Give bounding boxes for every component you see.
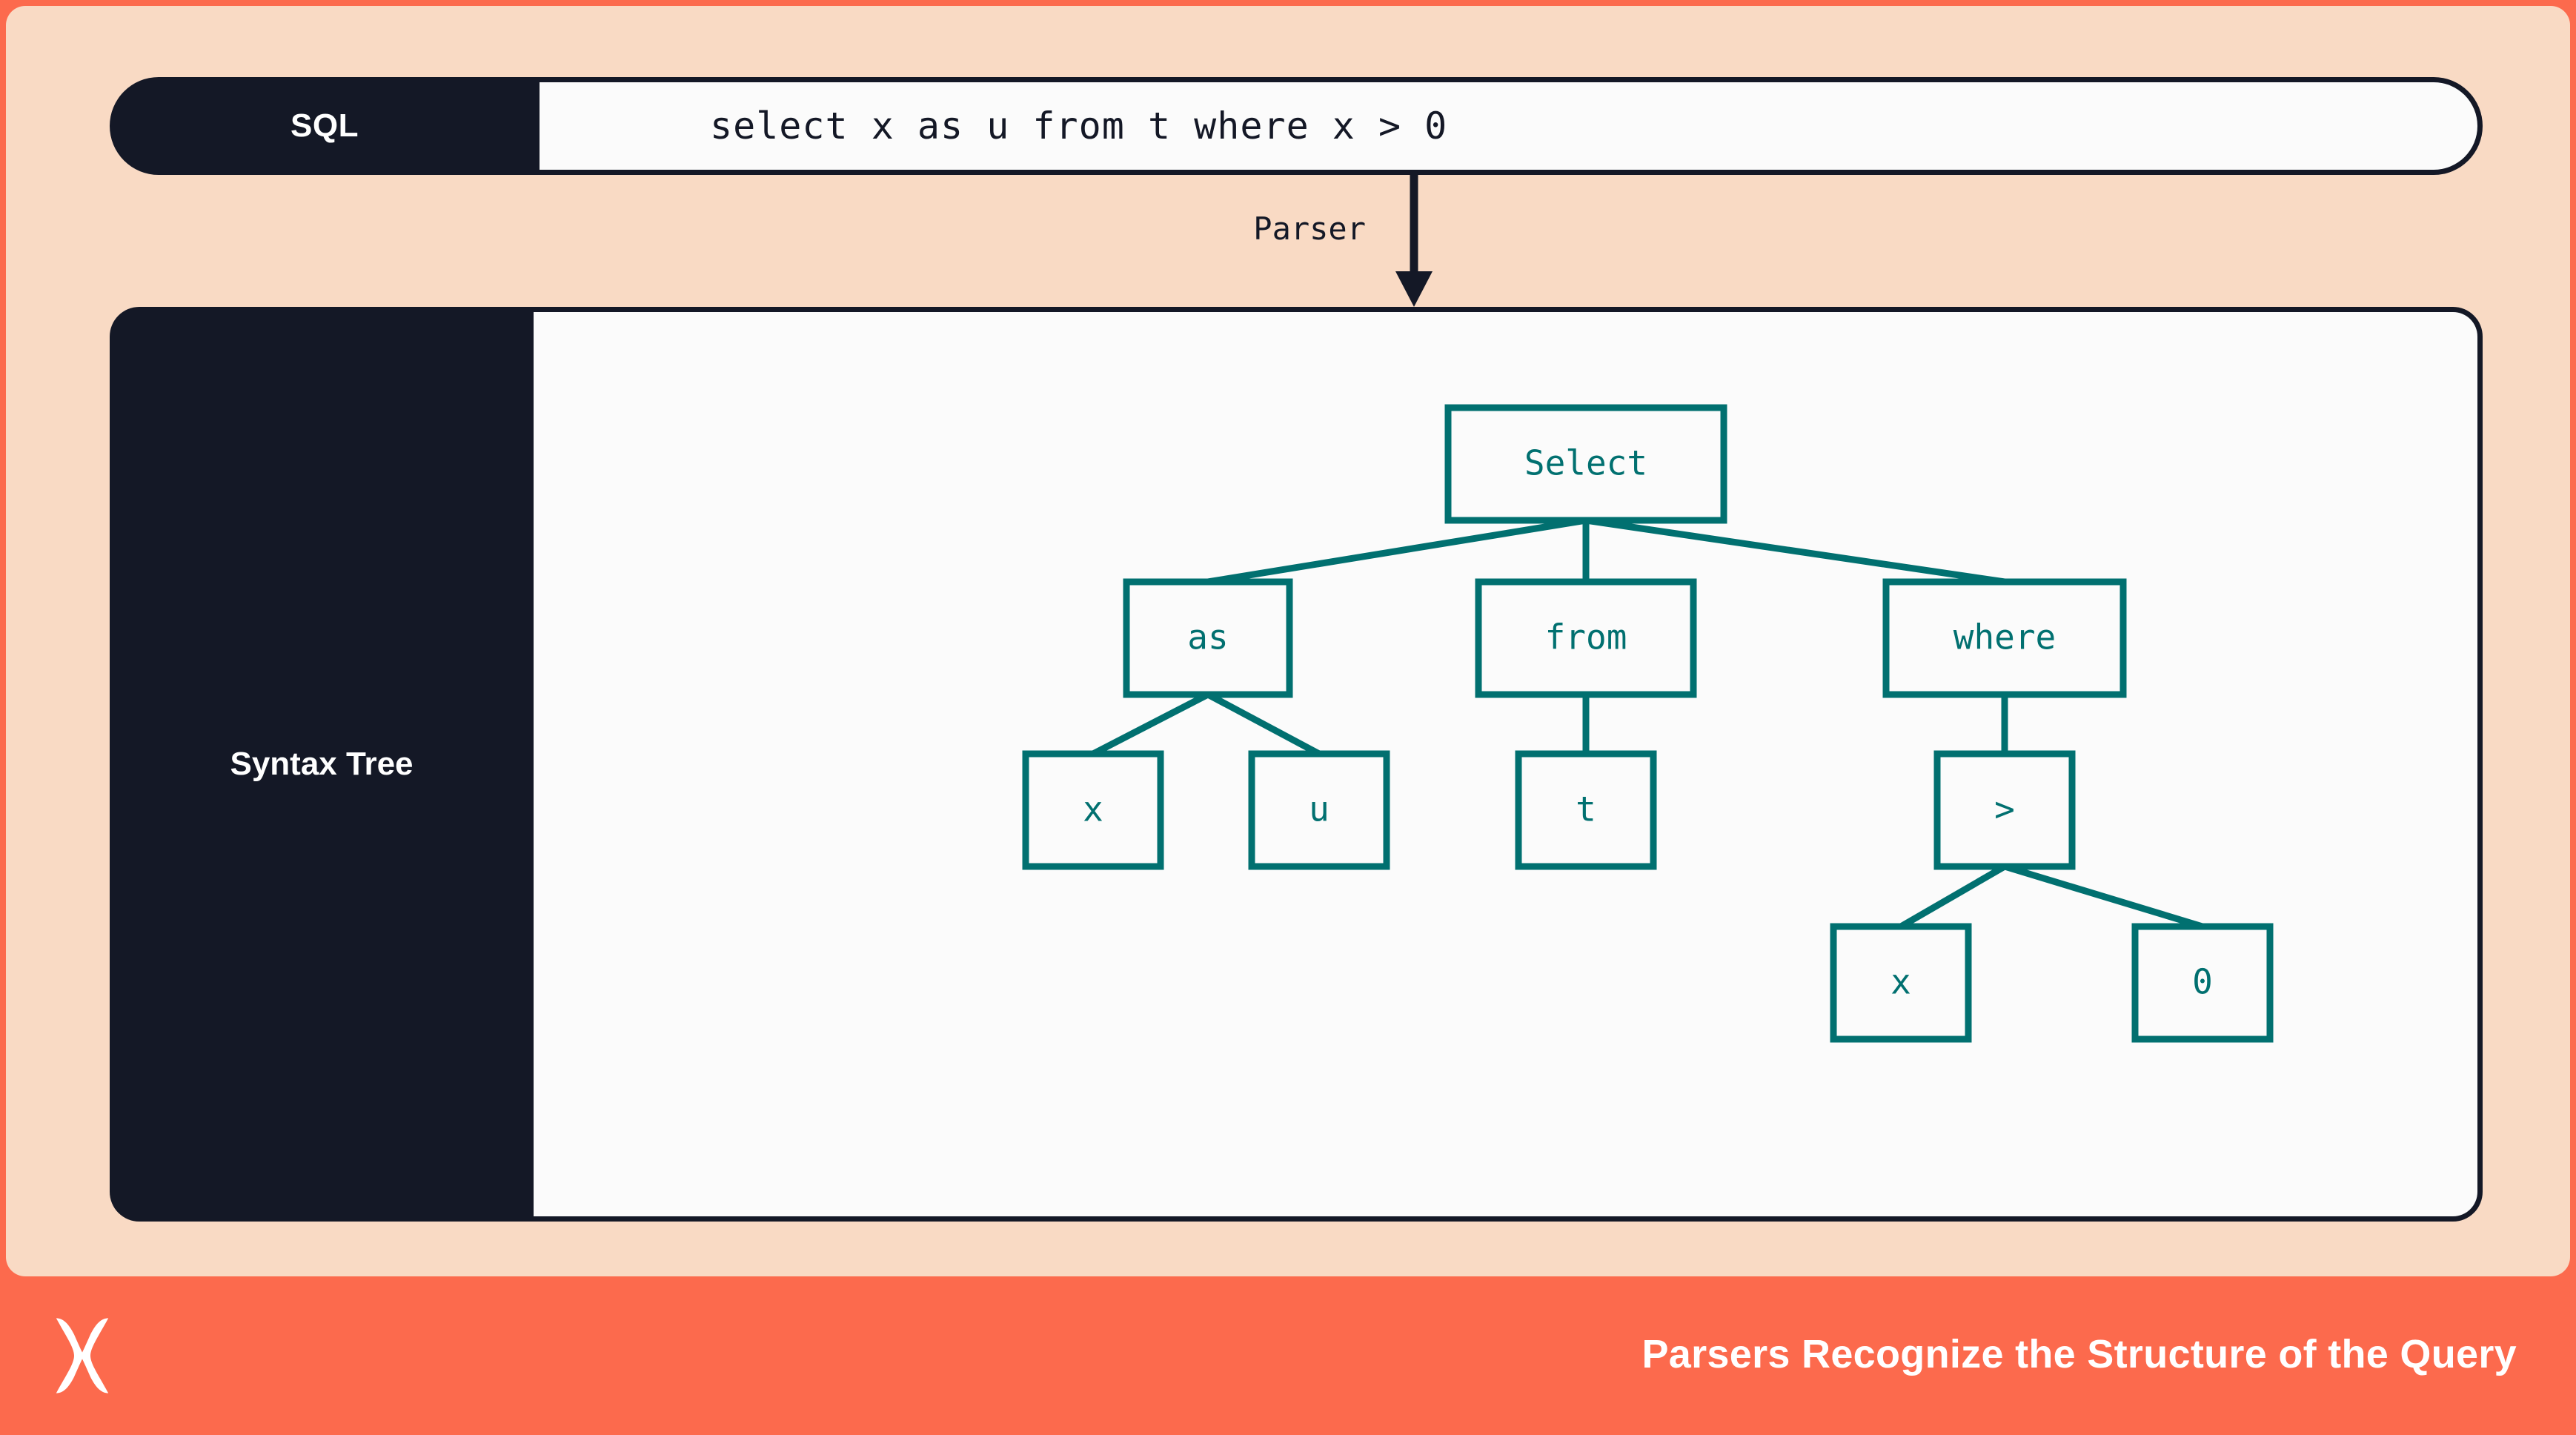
tree-node-gt-x[interactable]: x (1830, 923, 1972, 1043)
tree-edge (1585, 517, 2005, 586)
tree-node-layer: Select as from where x u t > x 0 (1022, 404, 2274, 1043)
sql-query-text: select x as u from t where x > 0 (710, 105, 1448, 148)
tree-node-label: as (1187, 617, 1228, 657)
syntax-tree-graphic: Select as from where x u t > x 0 (1022, 404, 2274, 1043)
tree-node-label: from (1545, 617, 1627, 657)
tree-node-from-t[interactable]: t (1515, 750, 1657, 870)
tree-node-box (1830, 923, 1972, 1043)
syntax-tree-panel: Syntax Tree Select as from where x u t > x 0 (110, 307, 2483, 1222)
tree-node-box (1123, 578, 1293, 698)
tree-node-as-x[interactable]: x (1022, 750, 1164, 870)
tree-node-label: where (1953, 617, 2056, 657)
sql-input-row: SQL select x as u from t where x > 0 (110, 77, 2483, 175)
parser-transform-group: Parser (1253, 175, 1592, 308)
tree-node-as-u[interactable]: u (1248, 750, 1390, 870)
tree-node-box (1933, 750, 2076, 870)
tree-node-box (2131, 923, 2274, 1043)
tree-node-box (1882, 578, 2127, 698)
parser-arrow-icon (1395, 175, 1433, 307)
parser-label: Parser (1253, 211, 1366, 247)
tree-node-label: x (1083, 789, 1103, 829)
tree-node-box (1444, 404, 1727, 524)
tree-node-label: 0 (2192, 962, 2213, 1002)
tree-node-label: Select (1524, 443, 1647, 483)
tree-edge-layer (1091, 517, 2204, 930)
tree-node-box (1515, 750, 1657, 870)
tree-node-label: u (1309, 789, 1330, 829)
content-frame: SQL select x as u from t where x > 0 Par… (6, 6, 2570, 1276)
tree-edge (2003, 863, 2204, 930)
tree-edge (1899, 864, 2007, 929)
tree-node-label: t (1576, 789, 1596, 829)
syntax-tree-canvas: Select as from where x u t > x 0 (534, 307, 2483, 1222)
tree-edge (1207, 517, 1587, 586)
tree-node-label: > (1994, 789, 2015, 829)
syntax-tree-sidebar: Syntax Tree (110, 307, 534, 1222)
sql-query-field[interactable]: select x as u from t where x > 0 (540, 77, 2483, 175)
tree-node-as[interactable]: as (1123, 578, 1293, 698)
tree-node-gt-0[interactable]: 0 (2131, 923, 2274, 1043)
tree-edge (1091, 692, 1210, 757)
tree-node-select[interactable]: Select (1444, 404, 1727, 524)
tree-node-label: x (1890, 962, 1911, 1002)
tree-node-box (1248, 750, 1390, 870)
tree-node-from[interactable]: from (1475, 578, 1697, 698)
tree-edge (1206, 692, 1321, 757)
syntax-tree-label: Syntax Tree (230, 746, 414, 782)
sql-label-text: SQL (291, 107, 359, 144)
sql-label-pill: SQL (110, 77, 540, 175)
footer-tagline: Parsers Recognize the Structure of the Q… (1641, 1332, 2517, 1376)
tree-node-where[interactable]: where (1882, 578, 2127, 698)
tree-node-gt[interactable]: > (1933, 750, 2076, 870)
tree-node-box (1475, 578, 1697, 698)
footer-bar: Parsers Recognize the Structure of the Q… (0, 1276, 2576, 1435)
tree-node-box (1022, 750, 1164, 870)
butterfly-x-logo-icon (56, 1318, 109, 1393)
